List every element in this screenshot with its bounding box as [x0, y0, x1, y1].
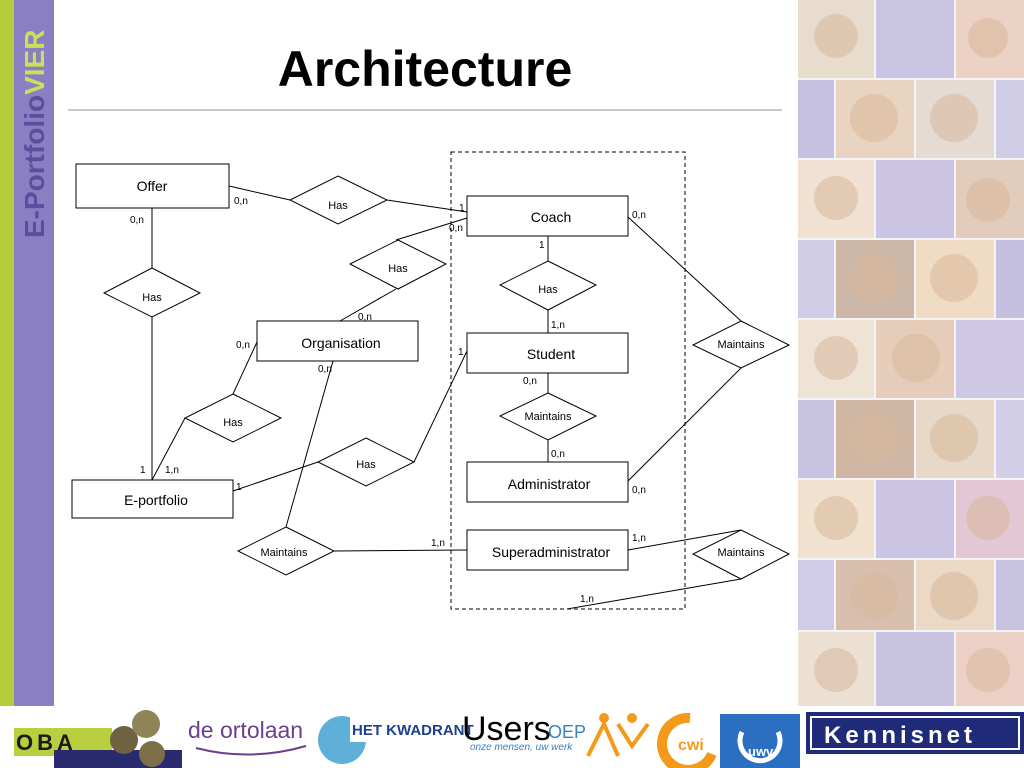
logo-oep: OEP onze mensen, uw werk	[470, 713, 650, 757]
relationship-has-coach-student: Has	[498, 260, 598, 311]
brand-text-vier: VIER	[19, 30, 50, 95]
relationship-has-offer-eportfolio-label: Has	[142, 292, 162, 304]
entity-eportfolio: E-portfolio	[71, 479, 234, 519]
cardinality-label: 1,n	[431, 538, 445, 549]
relationship-maintains-superadmin-users: Maintains	[691, 529, 791, 580]
entity-organisation: Organisation	[256, 320, 419, 362]
cardinality-label: 1	[539, 240, 545, 251]
cardinality-label: 1	[459, 203, 465, 214]
cardinality-label: 1	[458, 347, 464, 358]
logo-cwi-text: cwi	[678, 737, 704, 754]
cardinality-label: 0,n	[523, 376, 537, 387]
relationship-maintains-organisation-superadmin-label: Maintains	[260, 547, 308, 559]
cardinality-label: 0,n	[234, 196, 248, 207]
relationship-has-offer-eportfolio: Has	[102, 267, 202, 318]
relationship-has-coach-organisation-label: Has	[388, 263, 408, 275]
entity-offer-label: Offer	[137, 178, 168, 194]
cardinality-label: 1	[140, 465, 146, 476]
cardinality-label: 1,n	[580, 594, 594, 605]
users-boundary-label: Users	[462, 710, 551, 748]
cardinality-labels: 0,n 1 0,n 0,n 0,n 1 0,n 1,n 0,n 0,n 1 0,…	[130, 196, 646, 605]
relationship-has-offer-coach-label: Has	[328, 200, 348, 212]
logo-oba-text: OBA	[16, 730, 77, 755]
relationship-maintains-coach-administrator: Maintains	[691, 320, 791, 369]
logo-oep-tagline: onze mensen, uw werk	[470, 742, 573, 753]
entity-student-label: Student	[527, 346, 575, 362]
cardinality-label: 1,n	[632, 533, 646, 544]
connector-lines	[151, 185, 742, 610]
relationship-has-coach-student-label: Has	[538, 284, 558, 296]
cardinality-label: 1	[236, 482, 242, 493]
logo-kwadrant: HET KWADRANT	[318, 714, 474, 764]
cardinality-label: 1,n	[551, 320, 565, 331]
relationship-has-coach-organisation: Has	[348, 239, 448, 290]
logo-ortolaan: de ortolaan	[188, 717, 307, 756]
logo-cwi: cwi	[657, 712, 717, 768]
cardinality-label: 0,n	[236, 340, 250, 351]
side-accent-bar	[0, 0, 14, 768]
photo-mosaic	[798, 0, 1024, 710]
brand-text-portfolio: E-Portfolio	[19, 95, 50, 238]
entity-administrator-label: Administrator	[508, 476, 591, 492]
entity-coach-label: Coach	[531, 209, 571, 225]
relationship-has-eportfolio-student-label: Has	[356, 459, 376, 471]
relationship-has-organisation-eportfolio: Has	[183, 393, 283, 443]
entity-superadministrator: Superadministrator	[466, 529, 629, 571]
cardinality-label: 0,n	[318, 364, 332, 375]
cardinality-label: 0,n	[449, 223, 463, 234]
svg-text:E-PortfolioVIER: E-PortfolioVIER	[19, 30, 50, 238]
relationship-has-organisation-eportfolio-label: Has	[223, 417, 243, 429]
cardinality-label: 0,n	[130, 215, 144, 226]
relationship-has-offer-coach: Has	[288, 175, 389, 225]
slide-title: Architecture	[277, 41, 573, 97]
relationship-maintains-student-administrator: Maintains	[498, 392, 598, 441]
entity-superadministrator-label: Superadministrator	[492, 544, 611, 560]
cardinality-label: 0,n	[358, 312, 372, 323]
title-divider	[68, 109, 782, 111]
logo-uwv-text: uwv	[748, 744, 774, 759]
mosaic-faces	[814, 14, 1010, 692]
logo-ortolaan-text: de ortolaan	[188, 717, 303, 743]
sponsor-logos-strip: OBA de ortolaan HET KWADRANT OEP onze me…	[0, 706, 1024, 768]
entity-offer: Offer	[75, 163, 230, 209]
relationship-maintains-coach-administrator-label: Maintains	[717, 339, 765, 351]
relationship-maintains-superadmin-users-label: Maintains	[717, 547, 765, 559]
cardinality-label: 0,n	[632, 485, 646, 496]
cardinality-label: 0,n	[551, 449, 565, 460]
er-diagram: Offer Coach Organisation Student Adminis…	[71, 151, 791, 610]
entity-organisation-label: Organisation	[301, 335, 380, 351]
logo-kennisnet: Kennisnet	[806, 712, 1024, 754]
entity-student: Student	[466, 332, 629, 374]
cardinality-label: 1,n	[165, 465, 179, 476]
relationship-maintains-student-administrator-label: Maintains	[524, 411, 572, 423]
cardinality-label: 0,n	[632, 210, 646, 221]
side-brand-strip	[14, 0, 54, 768]
logo-oba: OBA	[14, 710, 182, 768]
entity-eportfolio-label: E-portfolio	[124, 492, 188, 508]
entity-administrator: Administrator	[466, 461, 629, 503]
entity-coach: Coach	[466, 195, 629, 237]
logo-oep-text: OEP	[548, 722, 586, 742]
logo-kwadrant-text: HET KWADRANT	[352, 722, 474, 739]
logo-kennisnet-text: Kennisnet	[824, 722, 976, 749]
relationship-has-eportfolio-student: Has	[316, 437, 416, 487]
relationship-maintains-organisation-superadmin: Maintains	[236, 526, 336, 576]
logo-uwv: uwv	[720, 714, 800, 768]
brand-logo-vertical: E-PortfolioVIER	[19, 30, 50, 238]
